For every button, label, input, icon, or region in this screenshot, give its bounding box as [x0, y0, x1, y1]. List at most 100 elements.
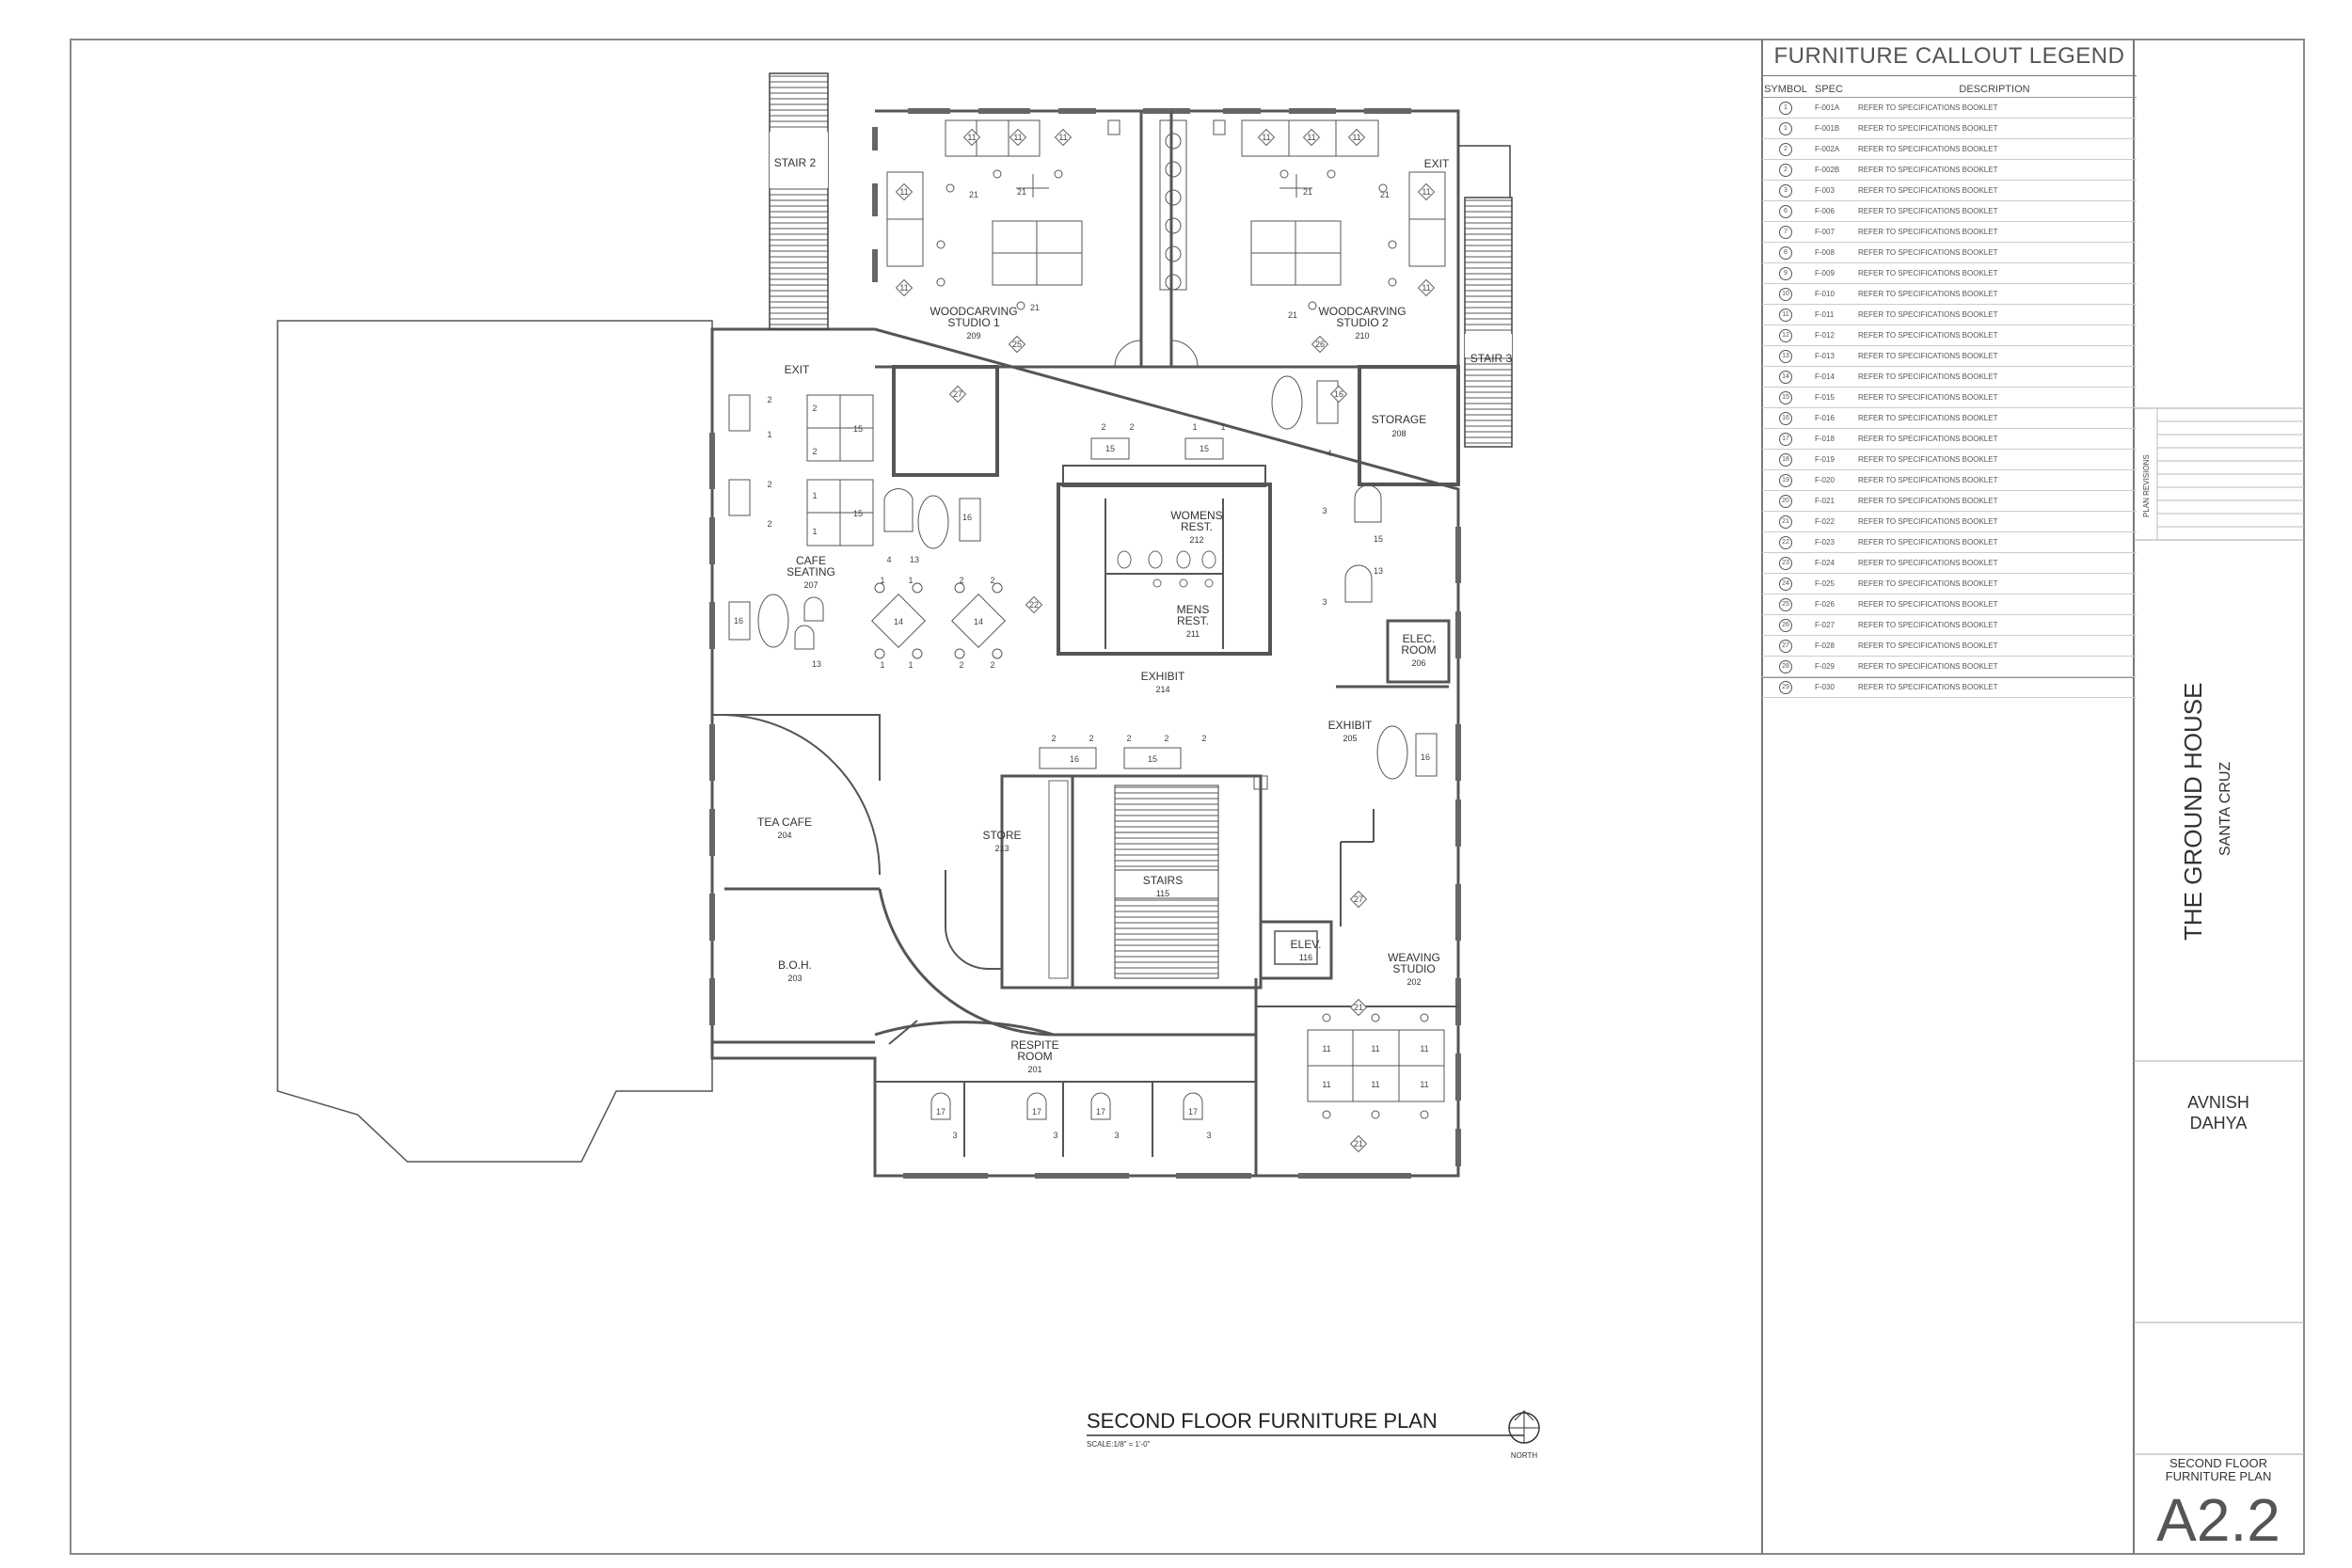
- svg-text:3: 3: [1114, 1131, 1119, 1140]
- callout-diamonds: [895, 128, 1436, 1153]
- adjacent-building-outline: [277, 320, 713, 1163]
- callout-symbol-icon: 1: [1779, 101, 1792, 115]
- main-stairs: [1071, 774, 1263, 990]
- svg-text:15: 15: [1148, 754, 1157, 764]
- stair-3: [1464, 197, 1513, 448]
- legend-description: REFER TO SPECIFICATIONS BOOKLET: [1858, 683, 1998, 691]
- legend-description: REFER TO SPECIFICATIONS BOOKLET: [1858, 641, 1998, 650]
- svg-text:25: 25: [1012, 340, 1022, 349]
- boh-label: B.O.H.: [778, 958, 812, 972]
- legend-col-spec: SPEC: [1815, 84, 1843, 95]
- svg-text:11: 11: [1352, 133, 1360, 142]
- stair-2: [769, 72, 829, 330]
- svg-text:2: 2: [1129, 422, 1134, 432]
- svg-text:1: 1: [908, 660, 913, 670]
- legend-symbol: 3: [1762, 183, 1809, 198]
- woodcarving-2-label: WOODCARVING: [1318, 305, 1406, 318]
- studio-1-furniture: [886, 119, 1187, 310]
- svg-text:14: 14: [974, 617, 983, 626]
- svg-text:1: 1: [767, 430, 771, 439]
- callout-symbol-icon: 1: [1779, 121, 1792, 135]
- elec-room-label: ELEC.: [1403, 632, 1436, 645]
- svg-text:21: 21: [1354, 1003, 1363, 1012]
- svg-text:STUDIO 2: STUDIO 2: [1336, 316, 1389, 329]
- svg-text:REST.: REST.: [1177, 614, 1209, 627]
- svg-text:11: 11: [1420, 1044, 1428, 1053]
- plan-title: SECOND FLOOR FURNITURE PLAN: [1087, 1409, 1438, 1433]
- callout-symbol-icon: 2: [1779, 142, 1792, 156]
- svg-text:11: 11: [1371, 1044, 1379, 1053]
- svg-text:15: 15: [1374, 534, 1383, 544]
- svg-text:16: 16: [962, 513, 972, 522]
- svg-text:116: 116: [1299, 953, 1312, 962]
- legend-description: REFER TO SPECIFICATIONS BOOKLET: [1858, 145, 1998, 153]
- legend-description: REFER TO SPECIFICATIONS BOOKLET: [1858, 455, 1998, 464]
- legend-symbol: 13: [1762, 349, 1809, 363]
- store-shelving: [1000, 774, 1074, 990]
- callout-symbol-icon: 13: [1779, 349, 1792, 363]
- callout-symbol-icon: 23: [1779, 556, 1792, 570]
- legend-symbol: 1: [1762, 101, 1809, 115]
- legend-spec: F-021: [1815, 497, 1835, 505]
- legend-header-row: SYMBOL SPEC DESCRIPTION: [1762, 76, 2137, 98]
- svg-text:3: 3: [1322, 506, 1327, 515]
- callout-symbol-icon: 21: [1779, 515, 1792, 529]
- callout-symbol-icon: 3: [1779, 183, 1792, 198]
- studio-2-furniture: [1213, 119, 1446, 310]
- legend-symbol: 10: [1762, 287, 1809, 301]
- callout-symbol-icon: 7: [1779, 225, 1792, 239]
- tea-cafe-curved-wall: [723, 714, 881, 876]
- exit-label-east: EXIT: [1424, 157, 1450, 170]
- windows: [709, 108, 1461, 1179]
- svg-text:203: 203: [787, 974, 802, 983]
- legend-spec: F-014: [1815, 372, 1835, 381]
- legend-spec: F-006: [1815, 207, 1835, 215]
- legend-symbol: 11: [1762, 308, 1809, 322]
- legend-description: REFER TO SPECIFICATIONS BOOKLET: [1858, 269, 1998, 277]
- svg-text:1: 1: [1220, 422, 1225, 432]
- legend-symbol: 26: [1762, 618, 1809, 632]
- legend-spec: F-027: [1815, 621, 1835, 629]
- weaving-studio-furniture: [1307, 1013, 1445, 1119]
- svg-text:11: 11: [1371, 1080, 1379, 1089]
- svg-text:1: 1: [812, 491, 817, 500]
- legend-symbol: 25: [1762, 597, 1809, 611]
- callout-symbol-icon: 22: [1779, 535, 1792, 549]
- legend-spec: F-010: [1815, 290, 1835, 298]
- legend-col-symbol: SYMBOL: [1764, 84, 1807, 95]
- callout-symbol-icon: 11: [1779, 308, 1792, 322]
- legend-description: REFER TO SPECIFICATIONS BOOKLET: [1858, 186, 1998, 195]
- weaving-studio-label: WEAVING: [1388, 951, 1440, 964]
- svg-text:15: 15: [1105, 444, 1115, 453]
- floor-plan: [277, 72, 1513, 1179]
- restroom-fixtures: [1117, 550, 1216, 588]
- legend-symbol: 23: [1762, 556, 1809, 570]
- legend-description: REFER TO SPECIFICATIONS BOOKLET: [1858, 393, 1998, 402]
- callout-symbol-icon: 25: [1779, 597, 1792, 611]
- stair-2-label: STAIR 2: [774, 156, 817, 169]
- exhibit-205-label: EXHIBIT: [1328, 719, 1373, 732]
- svg-text:21: 21: [1303, 187, 1312, 197]
- legend-spec: F-025: [1815, 579, 1835, 588]
- svg-text:15: 15: [853, 509, 863, 518]
- svg-text:2: 2: [990, 576, 994, 585]
- svg-text:13: 13: [1374, 566, 1383, 576]
- svg-text:209: 209: [966, 331, 980, 341]
- svg-text:212: 212: [1189, 535, 1203, 545]
- legend-symbol: 27: [1762, 639, 1809, 653]
- designer-first-name: AVNISH: [2187, 1093, 2249, 1112]
- svg-text:3: 3: [1322, 597, 1327, 607]
